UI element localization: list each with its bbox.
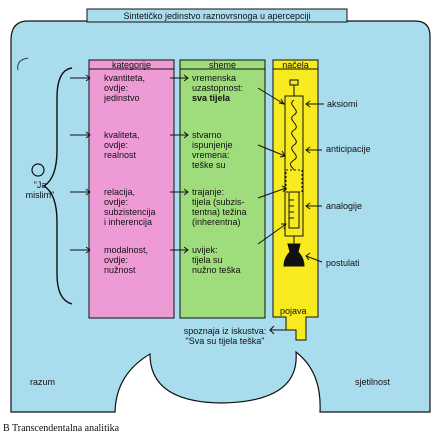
razum-curve — [17, 57, 29, 71]
razum-label: razum — [30, 377, 56, 387]
nacelo-anticipacije: anticipacije — [326, 144, 371, 154]
brace-arrows — [70, 74, 91, 254]
spoznaja-label: spoznaja iz iskustva:"Sva su tijela tešk… — [183, 326, 267, 346]
kategorija-kvantiteta: kvantiteta,ovdje:jedinstvo — [104, 73, 146, 103]
kategorija-kvaliteta: kvaliteta,ovdje:realnost — [104, 130, 140, 160]
diagram-title: Sintetičko jedinstvo raznovrsnoga u aper… — [123, 11, 311, 21]
nacelo-postulati: postulati — [326, 258, 360, 268]
title-box — [86, 8, 348, 23]
curly-brace — [42, 67, 73, 305]
shema-trajanje: trajanje:tijela (subzis-tentna) težina(i… — [192, 187, 247, 227]
pojava-label: pojava — [280, 306, 307, 316]
nacela-label-arrows — [305, 100, 324, 263]
kategorije-column — [88, 59, 175, 319]
figure-caption: B Transcendentalna analitika — [3, 423, 120, 434]
nacelo-aksiomi: aksiomi — [327, 99, 358, 109]
nacelo-analogije: analogije — [326, 201, 363, 211]
sheme-device-arrows — [257, 87, 287, 245]
nacela-header: načela — [282, 60, 309, 70]
kategorija-modalnost: modalnost,ovdje:nužnost — [104, 245, 149, 275]
kategorije-sheme-arrows — [170, 74, 189, 254]
ja-mislim-circle — [31, 163, 45, 177]
sheme-header: sheme — [208, 60, 236, 70]
sjetilnost-label: sjetilnost — [355, 377, 391, 387]
sheme-column — [179, 59, 266, 319]
spring-device — [283, 79, 305, 267]
kategorije-header: kategorije — [111, 60, 152, 70]
pojava-arrow — [268, 325, 286, 335]
